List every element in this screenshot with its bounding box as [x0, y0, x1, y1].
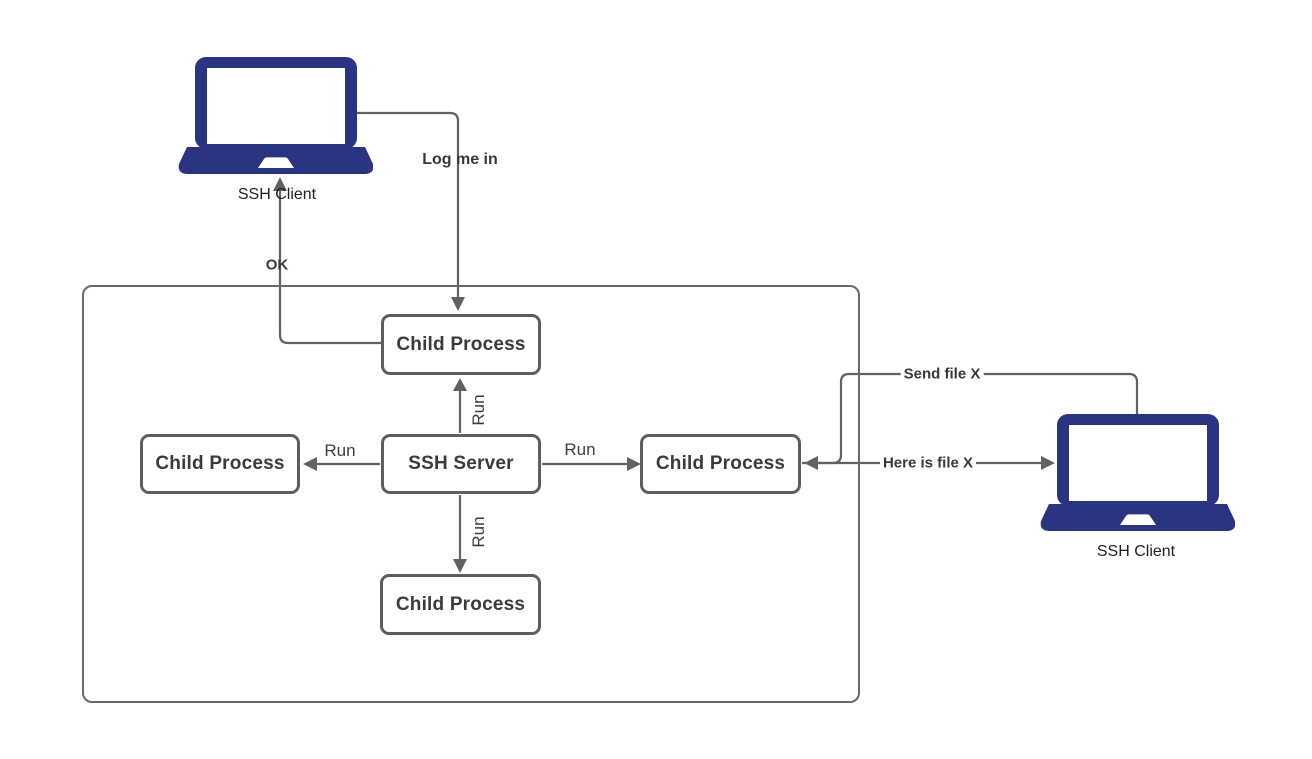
node-label: Child Process	[395, 593, 526, 615]
node-label: SSH Server	[408, 453, 514, 474]
edge-label-log-me-in: Log me in	[422, 151, 498, 168]
laptop-notch	[1120, 514, 1156, 525]
node-label: Child Process	[396, 333, 526, 355]
edge-label-run-bottom: Run	[469, 516, 488, 548]
edge-label-here-is-file: Here is file X	[879, 454, 977, 472]
client-label-right: SSH Client	[1096, 543, 1176, 560]
server-boundary-frame	[82, 285, 860, 703]
arrowhead-send-file	[804, 456, 818, 470]
node-ssh-server: SSH Server	[381, 434, 541, 494]
arrowhead-run-left	[303, 457, 317, 471]
laptop-icon	[178, 57, 373, 174]
client-label-left: SSH Client	[237, 186, 317, 203]
arrowhead-run-right	[627, 457, 641, 471]
node-child-process-left: Child Process	[140, 434, 300, 494]
edge-label-send-file: Send file X	[900, 365, 984, 383]
arrowhead-run-bottom	[453, 559, 467, 573]
node-child-process-bottom: Child Process	[380, 574, 541, 635]
edge-label-run-top: Run	[469, 394, 488, 426]
edge-label-ok: OK	[265, 256, 289, 274]
edge-label-run-left: Run	[324, 441, 356, 460]
arrowhead-run-top	[453, 378, 467, 391]
arrowhead-here-is-file	[1041, 456, 1055, 470]
laptop-notch	[258, 157, 294, 168]
connector-send-file	[818, 372, 1139, 465]
node-label: Child Process	[155, 453, 285, 474]
connector-ok	[278, 191, 381, 345]
node-child-process-right: Child Process	[640, 434, 801, 494]
laptop-screen-display	[207, 68, 345, 144]
node-label: Child Process	[655, 453, 786, 474]
node-child-process-top: Child Process	[381, 314, 541, 375]
arrowhead-ok	[273, 177, 287, 191]
laptop-icon	[1040, 414, 1235, 531]
arrowhead-log-me-in	[451, 297, 465, 311]
connector-log-me-in	[357, 111, 460, 297]
edge-label-run-right: Run	[564, 440, 596, 459]
laptop-screen-display	[1069, 425, 1207, 501]
